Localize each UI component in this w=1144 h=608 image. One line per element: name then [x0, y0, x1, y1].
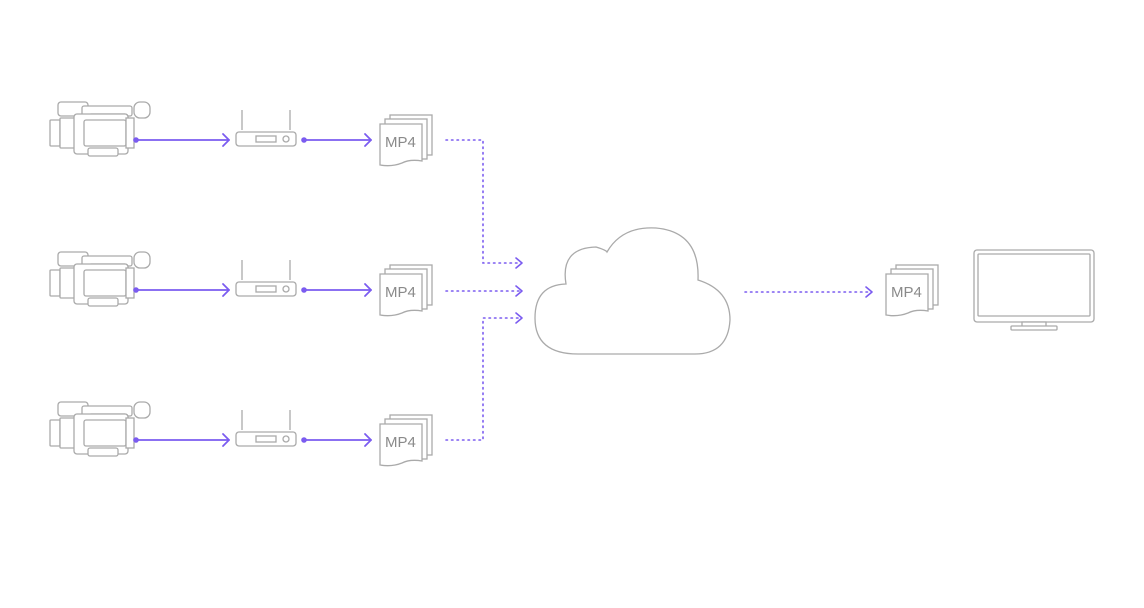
wireless-router-icon	[235, 409, 297, 447]
file-label: MP4	[385, 284, 416, 301]
source-row: MP4	[49, 251, 433, 317]
file-label: MP4	[385, 434, 416, 451]
wireless-router-icon	[235, 109, 297, 147]
arrowhead-icon	[515, 257, 523, 269]
arrowhead-icon	[515, 285, 523, 297]
video-camera-icon	[49, 101, 151, 157]
arrow-connector	[133, 433, 230, 447]
cloud-icon	[534, 227, 731, 355]
video-camera-icon	[49, 401, 151, 457]
wireless-router-icon	[235, 259, 297, 297]
arrow-connector	[301, 433, 372, 447]
arrowhead-icon	[865, 286, 873, 298]
output-file-label: MP4	[891, 284, 922, 301]
arrowhead-icon	[515, 312, 523, 324]
mp4-file-icon: MP4	[379, 114, 433, 167]
video-camera-icon	[49, 251, 151, 307]
monitor-icon	[973, 249, 1095, 331]
arrow-connector	[133, 133, 230, 147]
source-row: MP4	[49, 101, 433, 167]
mp4-file-icon: MP4	[379, 414, 433, 467]
merge-connectors	[445, 139, 871, 441]
mp4-file-icon: MP4	[379, 264, 433, 317]
arrow-connector	[301, 133, 372, 147]
arrow-connector	[301, 283, 372, 297]
arrow-connector	[133, 283, 230, 297]
dotted-connector-top	[445, 139, 521, 264]
file-label: MP4	[385, 134, 416, 151]
source-row: MP4	[49, 401, 433, 467]
output-mp4-file-icon: MP4	[885, 264, 939, 317]
dotted-connector-bottom	[445, 317, 521, 441]
